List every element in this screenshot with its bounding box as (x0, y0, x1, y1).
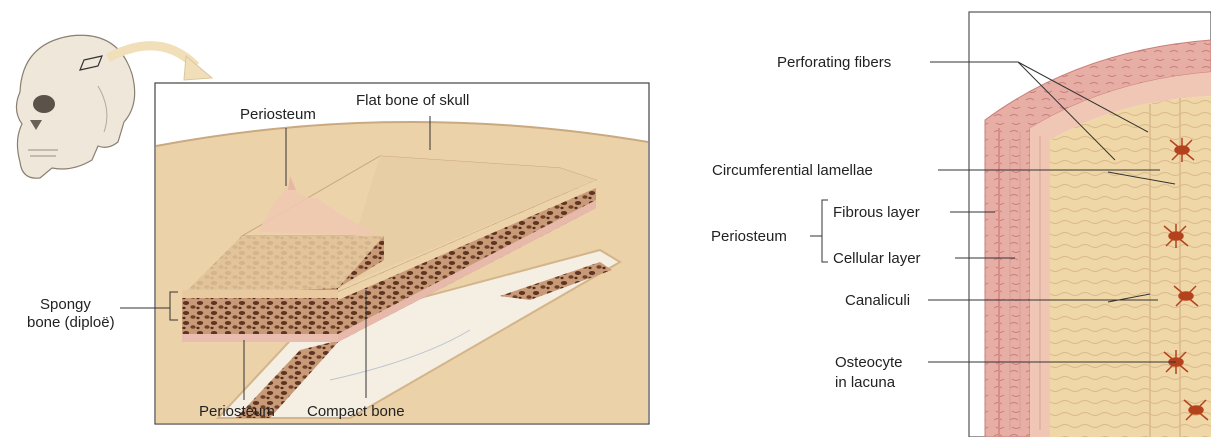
flat-bone-of-skull-label: Flat bone of skull (356, 92, 469, 109)
compact-bone-label: Compact bone (307, 403, 405, 420)
fibrous-layer-label: Fibrous layer (833, 204, 920, 221)
periosteum-bottom-label: Periosteum (199, 403, 275, 420)
periosteum-right-label: Periosteum (711, 228, 787, 245)
osteocyte-label-line1: Osteocyte (835, 354, 903, 371)
spongy-bone-label-line2: bone (diploë) (27, 314, 115, 331)
osteocyte-label-line2: in lacuna (835, 374, 895, 391)
canaliculi-label: Canaliculi (845, 292, 910, 309)
circumferential-lamellae-label: Circumferential lamellae (712, 162, 873, 179)
compact-bone-section (969, 12, 1211, 437)
cellular-layer-label: Cellular layer (833, 250, 921, 267)
periosteum-top-label: Periosteum (240, 106, 316, 123)
perforating-fibers-label: Perforating fibers (777, 54, 891, 71)
arrow-head (184, 56, 212, 80)
spongy-bone-label-line1: Spongy (40, 296, 91, 313)
